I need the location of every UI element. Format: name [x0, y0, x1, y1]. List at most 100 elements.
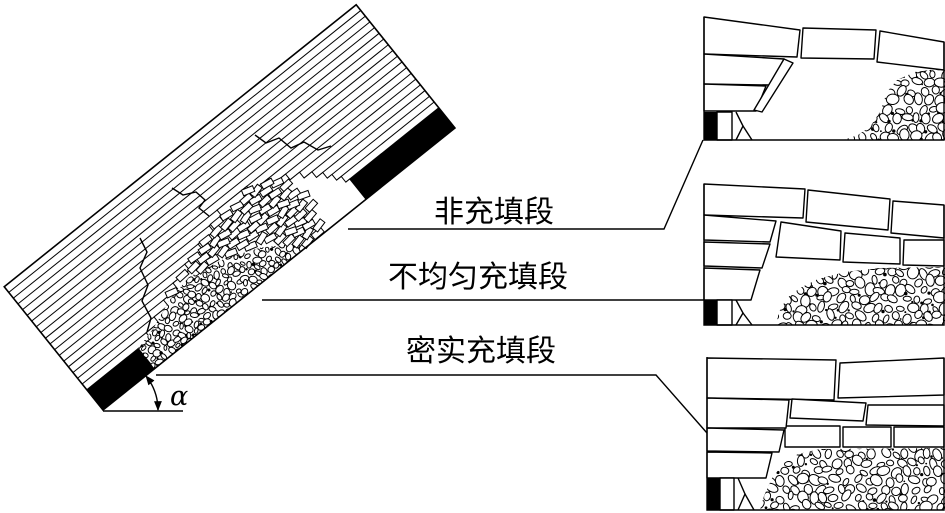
fill-stone [272, 277, 282, 286]
fill-grain [767, 473, 771, 477]
fill-grain [792, 310, 795, 313]
fill-grain [908, 68, 910, 70]
roof-block [800, 27, 877, 60]
fill-stone [255, 290, 264, 301]
fill-stone [852, 106, 863, 117]
fill-stone [853, 122, 861, 131]
broken-rock-block [259, 177, 275, 190]
fill-stone [823, 60, 831, 70]
fill-stone [866, 448, 876, 460]
fill-grain [837, 79, 839, 81]
support [716, 299, 733, 326]
fill-stone [295, 264, 303, 271]
fill-stone [912, 112, 920, 123]
fill-grain [245, 268, 248, 271]
roof-block [703, 267, 761, 301]
fill-stone [854, 310, 867, 322]
fill-stone [135, 317, 144, 324]
fill-stone [244, 296, 250, 303]
fill-stone [929, 70, 936, 79]
fill-grain [872, 498, 877, 502]
fill-grain [279, 263, 283, 267]
fill-stone [182, 352, 189, 359]
fill-grain [792, 275, 797, 280]
fill-grain [926, 147, 928, 149]
fill-stone [893, 68, 905, 79]
fill-stone [900, 483, 909, 496]
fill-stone [809, 303, 817, 312]
fill-stone [843, 68, 850, 80]
fill-stone [760, 492, 763, 499]
fill-grain [227, 317, 231, 321]
fill-grain [925, 326, 928, 329]
fill-stone [774, 333, 780, 341]
fill-stone [193, 327, 199, 334]
strata-lines [8, 10, 440, 391]
fill-grain [123, 326, 126, 330]
fill-stone [164, 317, 171, 325]
fill-grain [182, 351, 185, 354]
fill-stone [814, 501, 825, 510]
fill-grain [849, 147, 852, 150]
fill-grain [773, 466, 777, 469]
support [742, 125, 753, 141]
broken-rock-block [209, 224, 224, 239]
fill-stone [257, 250, 267, 259]
fill-grain [763, 481, 767, 485]
fill-stone [276, 271, 283, 279]
roof-block [784, 425, 841, 448]
fill-stone [184, 310, 191, 316]
fill-grain [881, 77, 885, 81]
fill-grain [918, 149, 921, 152]
fill-stone [847, 134, 856, 140]
fill-stone [175, 342, 181, 348]
strata-line [40, 50, 394, 333]
fill-stone [774, 455, 783, 466]
fill-stone [268, 283, 275, 290]
fill-stone [202, 303, 209, 311]
broken-rock-block [274, 222, 288, 238]
fill-stone [900, 448, 909, 460]
fill-stone [903, 93, 914, 105]
support [744, 493, 755, 511]
fill-grain [872, 109, 876, 114]
fill-stone [845, 328, 857, 340]
fill-stone [891, 486, 902, 497]
fill-stone [763, 317, 777, 332]
fill-stone [864, 102, 873, 114]
fill-stone [200, 278, 210, 287]
broken-rock-block [207, 243, 221, 259]
broken-rock-block [268, 194, 282, 209]
fill-stone [123, 324, 131, 333]
fill-stone [274, 256, 282, 263]
fill-stone [855, 87, 863, 97]
fill-stone [126, 339, 136, 348]
fill-stone [929, 139, 941, 148]
fill-stone [935, 102, 945, 114]
fill-stone [792, 466, 801, 474]
roof-block [706, 451, 773, 479]
roof-block [890, 200, 945, 239]
fill-grain [885, 500, 888, 503]
fill-grain [911, 300, 914, 304]
fill-stone [873, 302, 883, 314]
fill-stone [252, 256, 263, 264]
fill-stone [879, 279, 888, 289]
fill-stone [886, 69, 893, 78]
roof-block [703, 183, 806, 219]
fill-stone [777, 327, 791, 340]
fill-stone [871, 107, 880, 118]
broken-rock-block [216, 243, 231, 259]
fill-stone [811, 448, 822, 459]
fill-stone [830, 120, 844, 133]
fill-stone [830, 105, 838, 115]
fill-stone [207, 274, 214, 283]
fill-grain [934, 141, 936, 143]
fill-grain [935, 329, 938, 332]
fill-stone [869, 291, 880, 303]
fill-stone [876, 327, 888, 339]
fill-grain [810, 338, 812, 340]
fill-grain [902, 327, 904, 329]
fill-stone [309, 255, 314, 261]
fill-stone [869, 474, 883, 487]
